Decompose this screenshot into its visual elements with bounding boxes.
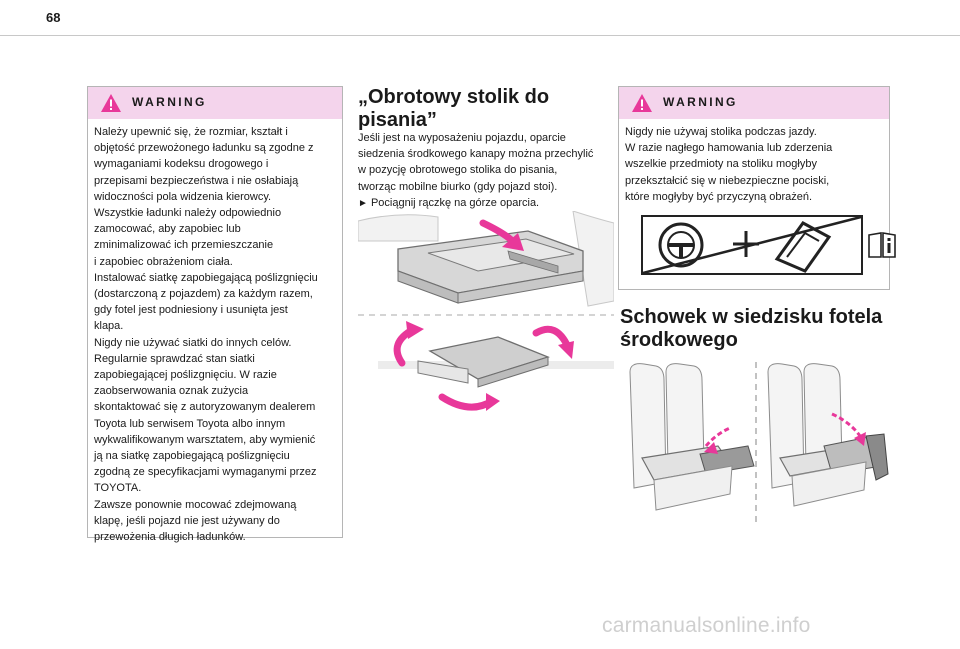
seat-storage-illustration bbox=[629, 362, 889, 527]
manual-info-icon bbox=[868, 232, 896, 258]
page-number: 68 bbox=[46, 10, 61, 25]
header-divider bbox=[0, 35, 960, 36]
warning-text: Nigdy nie używaj stolika podczas jazdy. … bbox=[625, 126, 833, 203]
warning-title: WARNING bbox=[663, 95, 738, 109]
warning-text: Należy upewnić się, że rozmiar, kształt … bbox=[94, 126, 318, 544]
step-instruction: Pociągnij rączkę na górze oparcia. bbox=[370, 196, 540, 209]
warning-triangle-icon bbox=[101, 94, 121, 112]
swivel-table-illustration bbox=[358, 211, 614, 411]
warning-title: WARNING bbox=[132, 95, 207, 109]
watermark-text: carmanualsonline.info bbox=[602, 614, 811, 637]
section-title-seat-storage: Schowek w siedzisku fotela środkowego bbox=[620, 306, 883, 351]
warning-header: WARNING bbox=[619, 87, 889, 119]
section-title-swivel-table: „Obrotowy stolik do pisania” bbox=[358, 86, 550, 131]
section-body-swivel-table: Jeśli jest na wyposażeniu pojazdu, oparc… bbox=[358, 130, 608, 212]
body-paragraph: Jeśli jest na wyposażeniu pojazdu, oparc… bbox=[358, 132, 594, 193]
seat-illustration-open bbox=[767, 363, 889, 507]
seat-illustration-closed bbox=[629, 363, 755, 511]
warning-box-cargo: WARNING Należy upewnić się, że rozmiar, … bbox=[87, 86, 343, 543]
step-marker-icon: ► bbox=[358, 197, 368, 209]
warning-header: WARNING bbox=[88, 87, 342, 119]
desk-upper-panel bbox=[358, 211, 614, 307]
steering-wheel-prohibited-icon bbox=[641, 215, 863, 275]
desk-lower-panel bbox=[378, 321, 614, 411]
warning-triangle-icon bbox=[632, 94, 652, 112]
warning-box-table: WARNING Nigdy nie używaj stolika podczas… bbox=[618, 86, 896, 290]
